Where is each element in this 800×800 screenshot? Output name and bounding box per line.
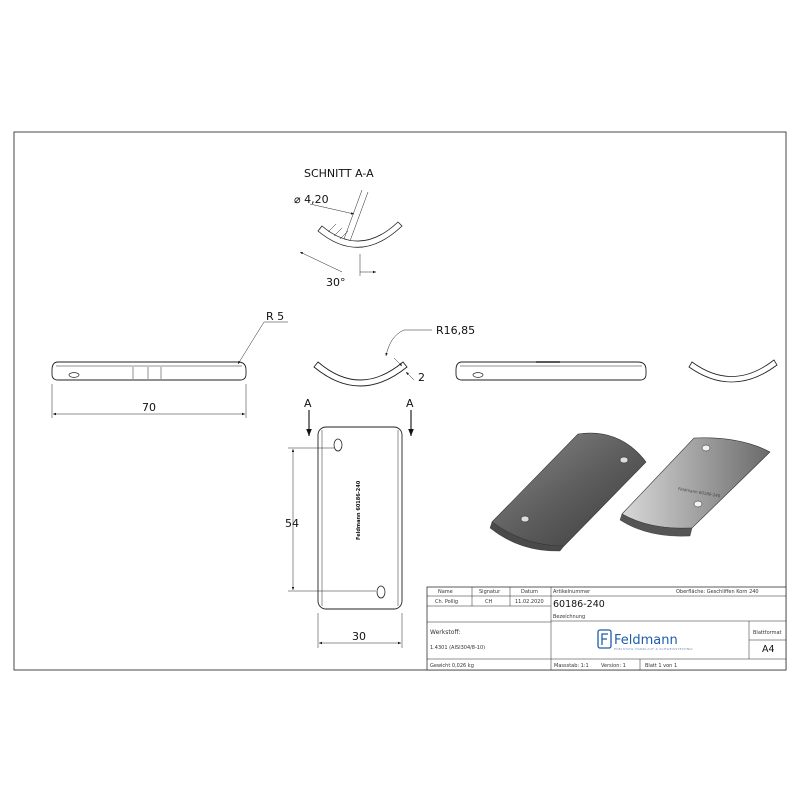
logo-mark-icon bbox=[597, 629, 612, 649]
iso-inner-hole-top bbox=[701, 444, 711, 452]
logo-f-icon bbox=[601, 633, 608, 645]
diameter-leader bbox=[309, 203, 355, 215]
isometric-view-outer bbox=[489, 432, 647, 552]
curve-radius-leader bbox=[385, 329, 405, 357]
tb-weight: Gewicht 0,026 kg bbox=[430, 663, 474, 669]
iso-outer-edge bbox=[489, 521, 565, 552]
front-hole-bottom bbox=[376, 585, 386, 599]
tb-col-signature: Signatur bbox=[479, 589, 501, 595]
thickness-arrow-top bbox=[393, 357, 403, 367]
thickness-arrow-bottom bbox=[405, 371, 415, 381]
iso-outer-face bbox=[491, 432, 647, 547]
front-view: A A Feldmann 60186-240 54 30 bbox=[285, 397, 414, 648]
thickness-label: 2 bbox=[418, 371, 425, 384]
tb-col-name: Name bbox=[438, 589, 453, 595]
iso-inner-hole-bottom bbox=[693, 500, 703, 508]
tb-version: Version: 1 bbox=[601, 663, 626, 669]
front-plate bbox=[317, 426, 403, 610]
length-label: 70 bbox=[142, 401, 156, 414]
iso-outer-hole-bottom bbox=[520, 515, 530, 523]
curve-radius-label: R16,85 bbox=[436, 324, 475, 337]
top-view bbox=[455, 361, 647, 381]
tb-format-label: Blattformat bbox=[753, 630, 782, 636]
front-engraving: Feldmann 60186-240 bbox=[356, 480, 362, 540]
curve-view: R16,85 2 bbox=[313, 324, 475, 387]
section-title: SCHNITT A-A bbox=[304, 167, 374, 180]
height-label: 54 bbox=[285, 517, 299, 530]
tb-designation-label: Bezeichnung bbox=[553, 614, 585, 620]
tb-signature: CH bbox=[485, 599, 492, 605]
tb-material: 1.4301 (AISI304/8-10) bbox=[430, 645, 485, 651]
tb-name: Ch. Pollig bbox=[435, 599, 458, 605]
tb-article-number: 60186-240 bbox=[553, 599, 605, 610]
tb-date: 11.02.2020 bbox=[515, 599, 544, 605]
iso-inner-face bbox=[621, 437, 771, 529]
iso-inner-edge bbox=[619, 513, 693, 537]
tb-scale: Massstab: 1:1 bbox=[554, 663, 589, 669]
width-label: 30 bbox=[352, 630, 366, 643]
feldmann-logo: Feldmann EDELSTAHL HANDLAUF & SCHWEISSTE… bbox=[597, 629, 694, 651]
tb-col-date: Datum bbox=[521, 589, 538, 595]
tb-sheet: Blatt 1 von 1 bbox=[645, 663, 677, 669]
angle-leader bbox=[299, 251, 343, 273]
front-hole-top bbox=[333, 438, 343, 452]
tb-format: A4 bbox=[762, 644, 775, 655]
logo-text: Feldmann bbox=[614, 633, 678, 648]
hole-axis-line-1 bbox=[343, 189, 363, 240]
title-block-frame bbox=[426, 586, 787, 671]
drawing-frame bbox=[13, 131, 787, 671]
tb-material-label: Werkstoff: bbox=[430, 629, 461, 636]
top-profile bbox=[455, 361, 647, 381]
radius-label: R 5 bbox=[266, 310, 284, 323]
tb-col-article: Artikelnummer bbox=[553, 589, 591, 595]
side-view: R 5 70 bbox=[51, 310, 288, 418]
section-profile bbox=[317, 221, 403, 248]
side-hole bbox=[68, 372, 80, 378]
top-hole bbox=[472, 372, 484, 378]
side-profile bbox=[51, 361, 247, 381]
section-mark-left: A bbox=[304, 397, 312, 410]
hole-axis-line-2 bbox=[349, 191, 369, 242]
angle-label: 30° bbox=[326, 276, 346, 289]
title-block: Name Signatur Datum Artikelnummer Oberfl… bbox=[426, 586, 787, 671]
radius-leader bbox=[237, 321, 265, 365]
end-view-profile bbox=[688, 359, 778, 383]
section-mark-right: A bbox=[406, 397, 414, 410]
hole-diameter-label: ⌀ 4,20 bbox=[294, 193, 329, 206]
isometric-view-inner: Feldmann 60186-240 bbox=[619, 437, 771, 537]
iso-outer-hole-top bbox=[619, 456, 629, 464]
tb-surface: Oberfläche: Geschliffen Korn 240 bbox=[676, 589, 759, 595]
curve-profile bbox=[313, 361, 408, 387]
logo-slogan: EDELSTAHL HANDLAUF & SCHWEISSTECHNIK bbox=[614, 647, 694, 651]
section-a-a-view: SCHNITT A-A ⌀ 4,20 30° bbox=[294, 167, 403, 289]
